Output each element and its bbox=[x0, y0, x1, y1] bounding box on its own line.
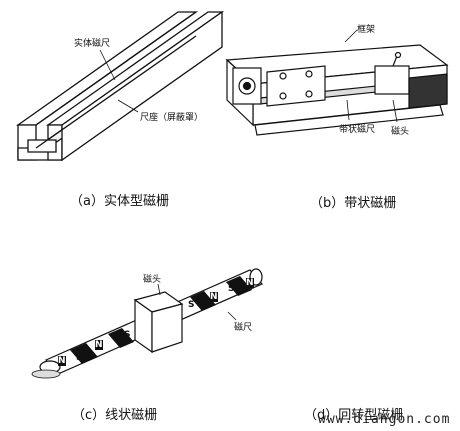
label-magnetic-head-b: 磁头 bbox=[391, 127, 410, 137]
leader-scale-c bbox=[227, 311, 237, 321]
leader-head bbox=[392, 99, 398, 123]
pole-n-1: N bbox=[58, 356, 66, 366]
tape-scale-drawing bbox=[225, 29, 449, 136]
head-block bbox=[133, 291, 184, 354]
rod-shadow bbox=[31, 369, 61, 379]
leader-frame bbox=[344, 29, 358, 43]
pole-n-4: N bbox=[246, 278, 254, 288]
leader-magnet-scale bbox=[99, 49, 116, 81]
wire-scale-drawing bbox=[31, 268, 263, 379]
panel-wire-scale: 磁头 磁尺 N S N S S N S N （c）线状磁栅 bbox=[0, 240, 300, 431]
pole-s-4: S bbox=[228, 284, 235, 294]
caption-c: （c）线状磁栅 bbox=[72, 408, 158, 423]
leader-tape-scale bbox=[346, 99, 350, 121]
caption-b: （b）带状磁栅 bbox=[310, 196, 397, 211]
watermark: www.diangon.com bbox=[318, 412, 451, 427]
pole-s-3: S bbox=[188, 300, 195, 310]
pole-s-1: S bbox=[76, 353, 83, 363]
panel-solid-scale: 实体磁尺 尺座（屏蔽罩） （a）实体型磁栅 bbox=[0, 0, 230, 209]
pole-s-2: S bbox=[124, 330, 131, 340]
solid-scale-drawing bbox=[15, 10, 225, 162]
label-wire-scale: 磁尺 bbox=[234, 323, 253, 333]
leader-base bbox=[117, 99, 139, 113]
label-solid-magnet-scale: 实体磁尺 bbox=[74, 39, 111, 49]
label-tape-scale: 带状磁尺 bbox=[339, 125, 376, 135]
caption-d: （d）回转型磁栅 bbox=[304, 408, 404, 423]
pole-n-2: N bbox=[95, 340, 103, 350]
label-scale-base: 尺座（屏蔽罩） bbox=[140, 113, 204, 123]
label-magnetic-head-c: 磁头 bbox=[143, 275, 162, 285]
label-frame: 框架 bbox=[357, 25, 376, 35]
leader-head-c bbox=[157, 283, 161, 296]
caption-a: （a）实体型磁栅 bbox=[70, 194, 169, 209]
pole-n-3: N bbox=[210, 292, 218, 302]
panel-tape-scale: 框架 带状磁尺 磁头 （b）带状磁栅 bbox=[215, 0, 460, 211]
